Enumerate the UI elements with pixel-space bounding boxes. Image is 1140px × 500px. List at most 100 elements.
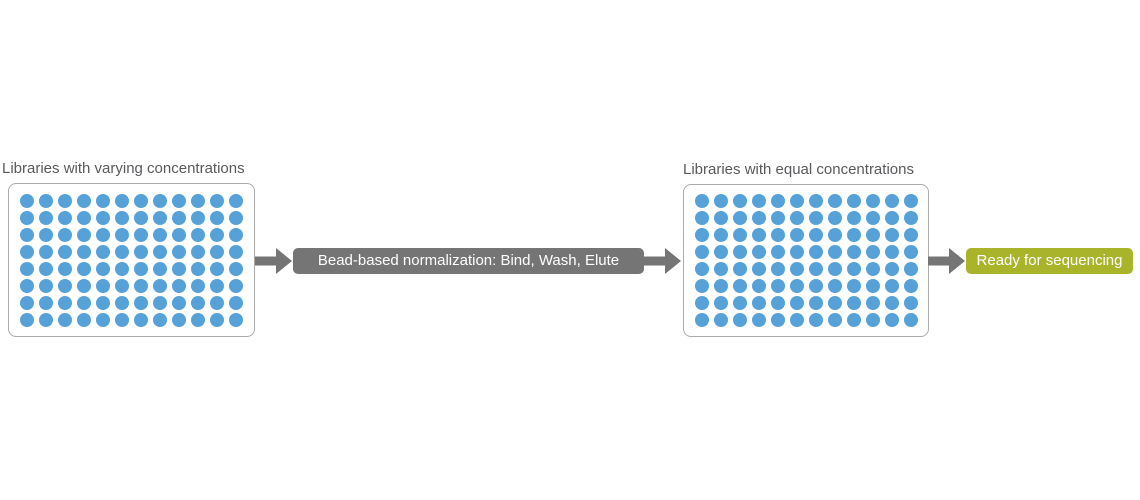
well-dot [827, 261, 842, 276]
well-dot [172, 295, 187, 310]
well-dot [210, 193, 225, 208]
well-dot [153, 278, 168, 293]
well-dot [808, 211, 823, 226]
well-dot [153, 295, 168, 310]
well-dot [903, 312, 918, 327]
well-dot [229, 227, 244, 242]
well-dot [903, 245, 918, 260]
well-dot [827, 194, 842, 209]
well-dot [808, 261, 823, 276]
well-dot [751, 312, 766, 327]
well-dot [789, 228, 804, 243]
well-dot [229, 312, 244, 327]
well-dot [694, 245, 709, 260]
well-dot [884, 295, 899, 310]
well-dot [134, 210, 149, 225]
well-dot [865, 278, 880, 293]
well-dot [76, 261, 91, 276]
well-dot [95, 278, 110, 293]
well-dot [770, 194, 785, 209]
well-dot [19, 244, 34, 259]
well-dot [57, 295, 72, 310]
well-dot [57, 312, 72, 327]
well-dot [229, 261, 244, 276]
well-dot [903, 295, 918, 310]
well-dot [865, 245, 880, 260]
well-dot [732, 228, 747, 243]
well-dot [789, 312, 804, 327]
well-dot [770, 312, 785, 327]
well-dot [172, 278, 187, 293]
well-dot [732, 211, 747, 226]
flow-arrow-icon [928, 248, 965, 274]
well-dot [770, 278, 785, 293]
well-dot [789, 278, 804, 293]
well-dot [191, 261, 206, 276]
well-dot [57, 244, 72, 259]
well-dot [114, 295, 129, 310]
well-dot [172, 312, 187, 327]
well-dot [732, 312, 747, 327]
well-dot [38, 193, 53, 208]
well-dot [114, 244, 129, 259]
well-dot [229, 193, 244, 208]
well-dot [95, 312, 110, 327]
well-dot [19, 261, 34, 276]
well-dot [846, 194, 861, 209]
well-dot [751, 245, 766, 260]
well-dot [134, 193, 149, 208]
well-dot [57, 193, 72, 208]
well-dot [827, 295, 842, 310]
well-dot [865, 211, 880, 226]
well-dot [76, 295, 91, 310]
well-dot [846, 278, 861, 293]
well-dot [172, 227, 187, 242]
well-dot [134, 278, 149, 293]
well-dot [38, 295, 53, 310]
well-dot [865, 295, 880, 310]
plate-equal-concentrations [683, 184, 929, 337]
well-dot [694, 278, 709, 293]
well-dot [789, 295, 804, 310]
well-dot [713, 278, 728, 293]
well-dot [846, 295, 861, 310]
well-dot [808, 228, 823, 243]
well-dot [903, 211, 918, 226]
well-dot [713, 295, 728, 310]
well-dot [76, 210, 91, 225]
well-dot [114, 193, 129, 208]
well-dot [95, 227, 110, 242]
well-dot [884, 245, 899, 260]
well-dot [751, 295, 766, 310]
well-dot [789, 245, 804, 260]
well-dot [19, 210, 34, 225]
well-dot [770, 295, 785, 310]
well-dot [38, 210, 53, 225]
well-dot [38, 278, 53, 293]
well-dot [153, 261, 168, 276]
well-dot [114, 261, 129, 276]
well-dot [808, 312, 823, 327]
well-dot [694, 312, 709, 327]
well-dot [751, 228, 766, 243]
well-dot [153, 312, 168, 327]
well-dot [884, 228, 899, 243]
well-dot [846, 245, 861, 260]
well-dot [713, 261, 728, 276]
well-dot [846, 312, 861, 327]
process-step-badge: Bead-based normalization: Bind, Wash, El… [293, 248, 644, 274]
well-dot [770, 261, 785, 276]
well-dot [713, 228, 728, 243]
well-dot [19, 227, 34, 242]
well-dot [865, 228, 880, 243]
well-dot [210, 261, 225, 276]
well-dot [827, 278, 842, 293]
well-dot [846, 228, 861, 243]
well-dot [76, 193, 91, 208]
well-dot [210, 227, 225, 242]
well-dot [229, 278, 244, 293]
well-dot [846, 261, 861, 276]
well-dot [903, 261, 918, 276]
well-dot [57, 210, 72, 225]
well-dot [172, 244, 187, 259]
